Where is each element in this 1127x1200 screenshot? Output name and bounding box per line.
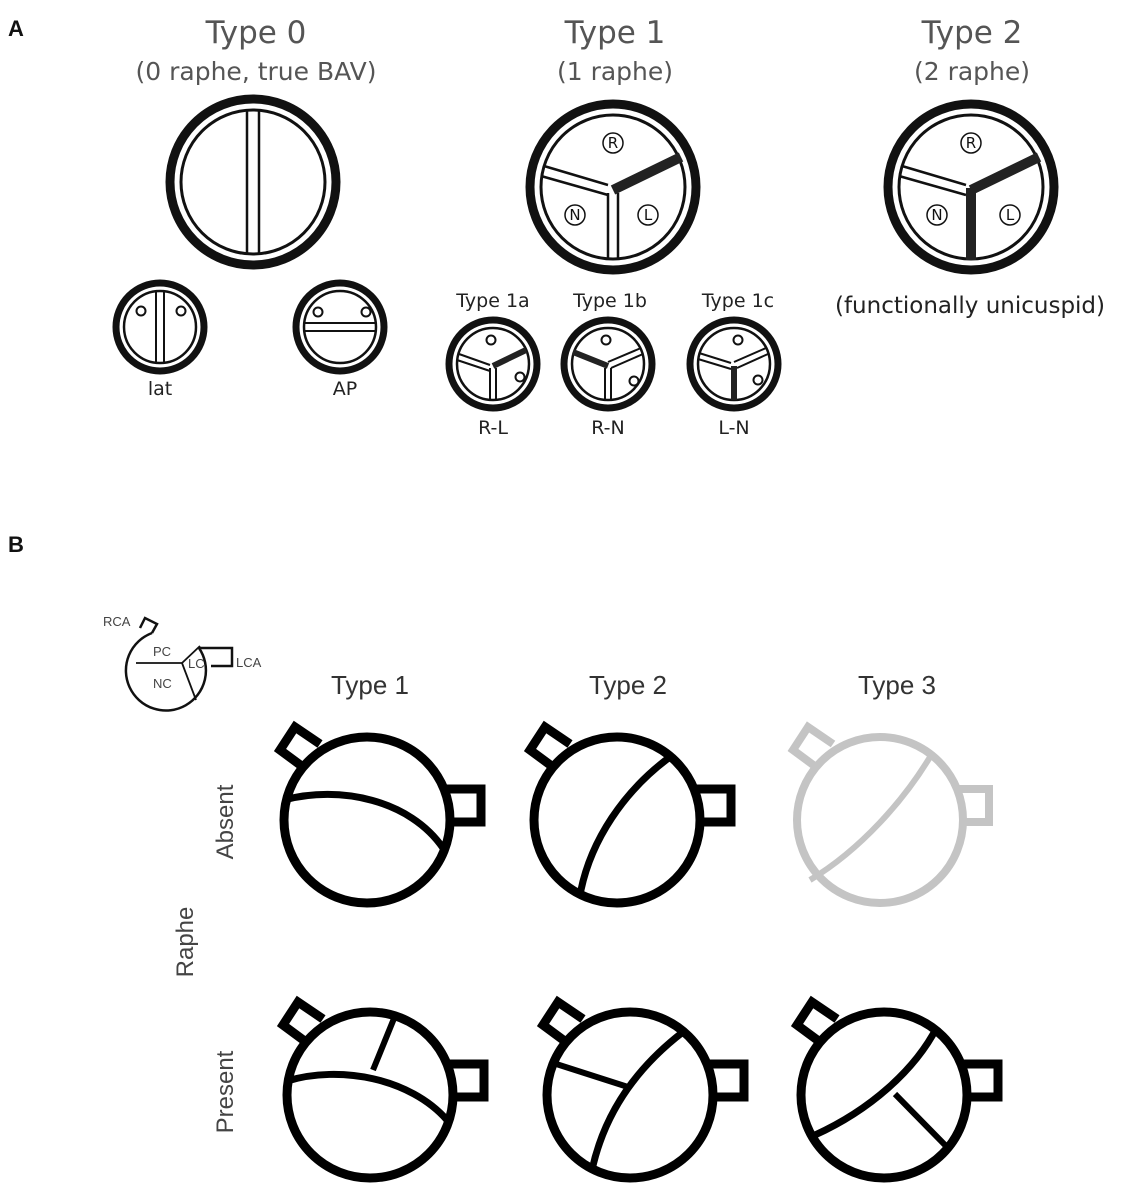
type2-note: (functionally unicuspid)	[835, 293, 1105, 319]
col-type1-title: Type 1	[331, 670, 409, 700]
key-pc-label: PC	[153, 644, 171, 659]
type1-subtitle: (1 raphe)	[557, 57, 673, 86]
type1-title: Type 1	[564, 15, 666, 51]
type1-cusp-n: N	[569, 206, 580, 224]
type2-subtitle: (2 raphe)	[914, 57, 1030, 86]
absent-type3-valve	[787, 721, 993, 907]
present-type3-valve	[790, 995, 1003, 1183]
type0-lat-valve	[112, 279, 208, 375]
type2-title: Type 2	[921, 15, 1023, 51]
type2-valve: R N L	[883, 99, 1059, 275]
type1-cusp-r: R	[608, 134, 618, 152]
present-type2-valve	[536, 995, 749, 1183]
type1a-valve	[445, 316, 541, 412]
type2-cusp-r: R	[966, 134, 976, 152]
type1c-valve	[686, 316, 782, 412]
row-absent-label: Absent	[212, 784, 239, 859]
type1a-title: Type 1a	[455, 290, 529, 312]
panel-b-letter: B	[8, 532, 24, 557]
type0-subtitle: (0 raphe, true BAV)	[136, 57, 377, 86]
panel-a-letter: A	[8, 16, 24, 41]
type0-ap-label: AP	[333, 378, 357, 400]
key-nc-label: NC	[153, 676, 172, 691]
type1b-valve	[560, 316, 656, 412]
key-lca-label: LCA	[236, 655, 262, 670]
type2-cusp-l: L	[1006, 206, 1015, 224]
row-present-label: Present	[212, 1050, 239, 1133]
type0-title: Type 0	[205, 15, 307, 51]
type1-valve: R N L	[525, 99, 701, 275]
key-lc-label: LC	[188, 656, 205, 671]
col-type2-title: Type 2	[589, 670, 667, 700]
type0-valve	[165, 94, 341, 270]
type2-cusp-n: N	[931, 206, 942, 224]
type1b-label: R-N	[591, 417, 625, 439]
absent-type1-valve	[273, 720, 486, 908]
type1-cusp-l: L	[644, 206, 653, 224]
type1c-title: Type 1c	[701, 290, 774, 312]
type0-ap-valve	[292, 279, 388, 375]
row-group-label: Raphe	[172, 907, 199, 978]
type1b-title: Type 1b	[572, 290, 647, 312]
type0-lat-label: lat	[148, 378, 172, 400]
type1a-label: R-L	[478, 417, 508, 439]
key-rca-label: RCA	[103, 614, 131, 629]
absent-type2-valve	[523, 720, 736, 908]
type1c-label: L-N	[718, 417, 749, 439]
col-type3-title: Type 3	[858, 670, 936, 700]
key-diagram: RCA LCA PC LC NC	[103, 614, 262, 712]
present-type1-valve	[276, 995, 489, 1183]
